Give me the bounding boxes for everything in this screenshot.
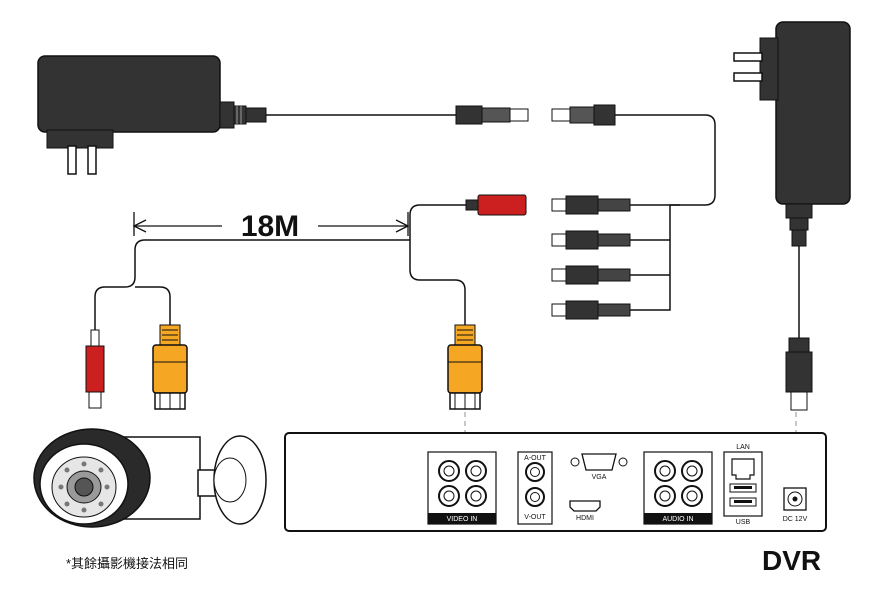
splitter-output-plug (551, 195, 631, 215)
vga-label: VGA (592, 474, 607, 481)
extension-cable (94, 204, 466, 330)
lan-label: LAN (736, 444, 750, 451)
splitter-input-plug (551, 104, 616, 126)
length-label: 18M (241, 210, 299, 243)
a-out-label: A-OUT (524, 455, 547, 462)
dvr-title: DVR (762, 545, 821, 576)
video-in-panel: VIDEO IN (427, 451, 497, 525)
splitter-output-plug (551, 265, 631, 285)
length-dimension: 18M (132, 210, 410, 243)
splitter-output-plug (551, 300, 631, 320)
vga-port: VGA (570, 453, 628, 481)
left-power-adapter (37, 55, 529, 175)
av-out-panel: A-OUT V-OUT (517, 451, 553, 525)
hdmi-port: HDMI (569, 500, 601, 522)
usb-label: USB (736, 519, 751, 526)
power-splitter-cable (615, 114, 716, 311)
dvr-bnc-plug (447, 324, 483, 410)
right-power-adapter (733, 21, 851, 411)
dvr-unit: VIDEO IN A-OUT V-OUT VGA HDMI AUDIO (284, 432, 827, 532)
splitter-output-plug (551, 230, 631, 250)
audio-in-label: AUDIO IN (662, 516, 693, 523)
red-dc-connector (465, 194, 527, 216)
dc-label: DC 12V (783, 516, 808, 523)
footnote: *其餘攝影機接法相同 (66, 556, 188, 571)
bullet-camera (33, 428, 267, 528)
camera-bnc-plug (152, 324, 188, 410)
hdmi-label: HDMI (576, 515, 594, 522)
audio-in-panel: AUDIO IN (643, 451, 713, 525)
video-in-label: VIDEO IN (447, 516, 478, 523)
camera-power-plug (85, 329, 105, 409)
lan-usb-panel: LAN USB (723, 444, 763, 526)
v-out-label: V-OUT (524, 514, 546, 521)
dc-power-jack: DC 12V (783, 487, 808, 523)
